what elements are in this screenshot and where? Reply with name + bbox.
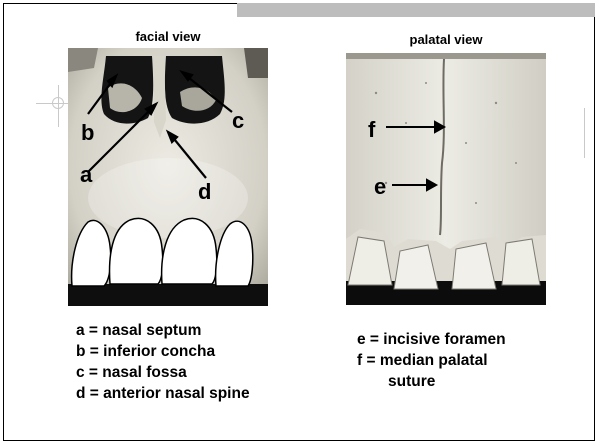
decorative-line xyxy=(584,108,585,158)
legend-item: suture xyxy=(357,371,506,392)
legend-item: b = inferior concha xyxy=(76,341,250,362)
legend-item: e = incisive foramen xyxy=(357,329,506,350)
facial-view-title: facial view xyxy=(68,29,268,44)
label-c: c xyxy=(232,108,244,133)
decorative-circle xyxy=(52,97,64,109)
legend-item: d = anterior nasal spine xyxy=(76,383,250,404)
legend-right: e = incisive foramen f = median palatal … xyxy=(357,329,506,392)
legend-left: a = nasal septum b = inferior concha c =… xyxy=(76,320,250,404)
legend-item: a = nasal septum xyxy=(76,320,250,341)
legend-item: c = nasal fossa xyxy=(76,362,250,383)
facial-view-image: b a c d xyxy=(68,48,268,306)
title-bar xyxy=(237,3,595,17)
label-b: b xyxy=(81,120,94,145)
label-d: d xyxy=(198,179,211,204)
label-a: a xyxy=(80,162,93,187)
palatal-view-image: f e xyxy=(346,53,546,305)
palatal-view-title: palatal view xyxy=(346,32,546,47)
label-e: e xyxy=(374,174,386,199)
legend-item: f = median palatal xyxy=(357,350,506,371)
label-f: f xyxy=(368,117,376,142)
